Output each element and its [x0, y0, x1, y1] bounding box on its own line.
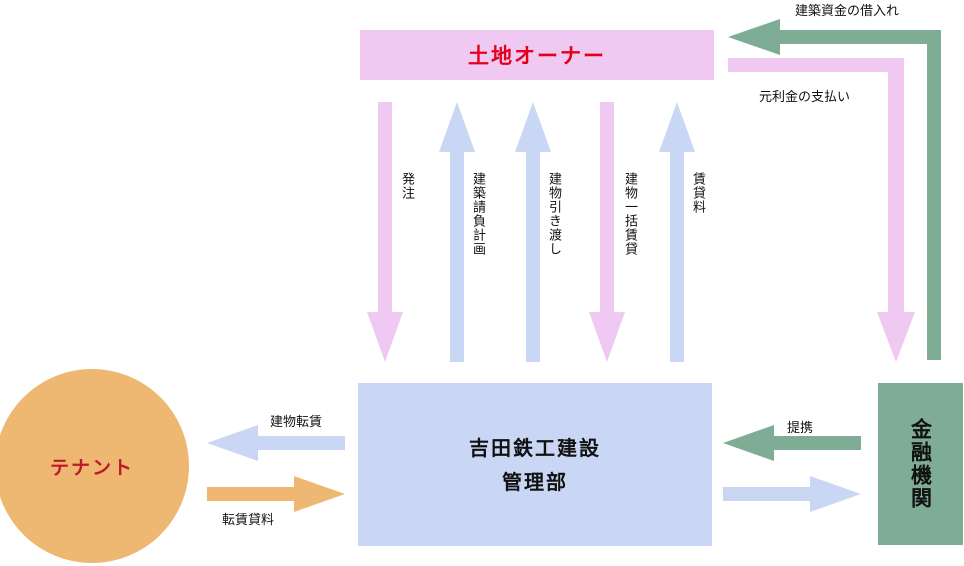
sublease-rent-arrow: [207, 476, 345, 512]
bank-box: 金融機関: [878, 383, 963, 545]
sublease-arrow: [207, 425, 345, 461]
tenant-circle: テナント: [0, 369, 189, 563]
partnership-arrow: [723, 425, 861, 461]
repayment-arrow: [728, 58, 915, 362]
bank-label: 金融機関: [908, 418, 933, 510]
tenant-label: テナント: [49, 456, 134, 479]
rent-arrow: [659, 102, 695, 362]
construction-plan-arrow: [439, 102, 475, 362]
land-owner-label: 土地オーナー: [468, 44, 606, 68]
land-owner-box: 土地オーナー: [360, 30, 714, 80]
company-to-bank-arrow: [723, 476, 861, 512]
repayment-label: 元利金の支払い: [759, 90, 851, 105]
handover-arrow: [515, 102, 551, 362]
order-arrow: [367, 102, 403, 362]
construction-plan-label: 建築請負計画: [470, 172, 485, 256]
sublease-rent-label: 転賃貸料: [222, 513, 275, 528]
company-name-label: 吉田鉄工建設: [469, 435, 601, 460]
rent-label: 賃貸料: [690, 172, 705, 214]
handover-label: 建物引き渡し: [546, 172, 561, 256]
loan-label: 建築資金の借入れ: [795, 4, 900, 19]
order-label: 発注: [399, 172, 414, 200]
company-box: 吉田鉄工建設 管理部: [358, 383, 712, 546]
master-lease-label: 建物一括賃貸: [622, 172, 637, 256]
sublease-label: 建物転賃: [270, 415, 323, 430]
master-lease-arrow: [589, 102, 625, 362]
company-dept-label: 管理部: [502, 469, 568, 494]
partnership-label: 提携: [787, 421, 814, 436]
